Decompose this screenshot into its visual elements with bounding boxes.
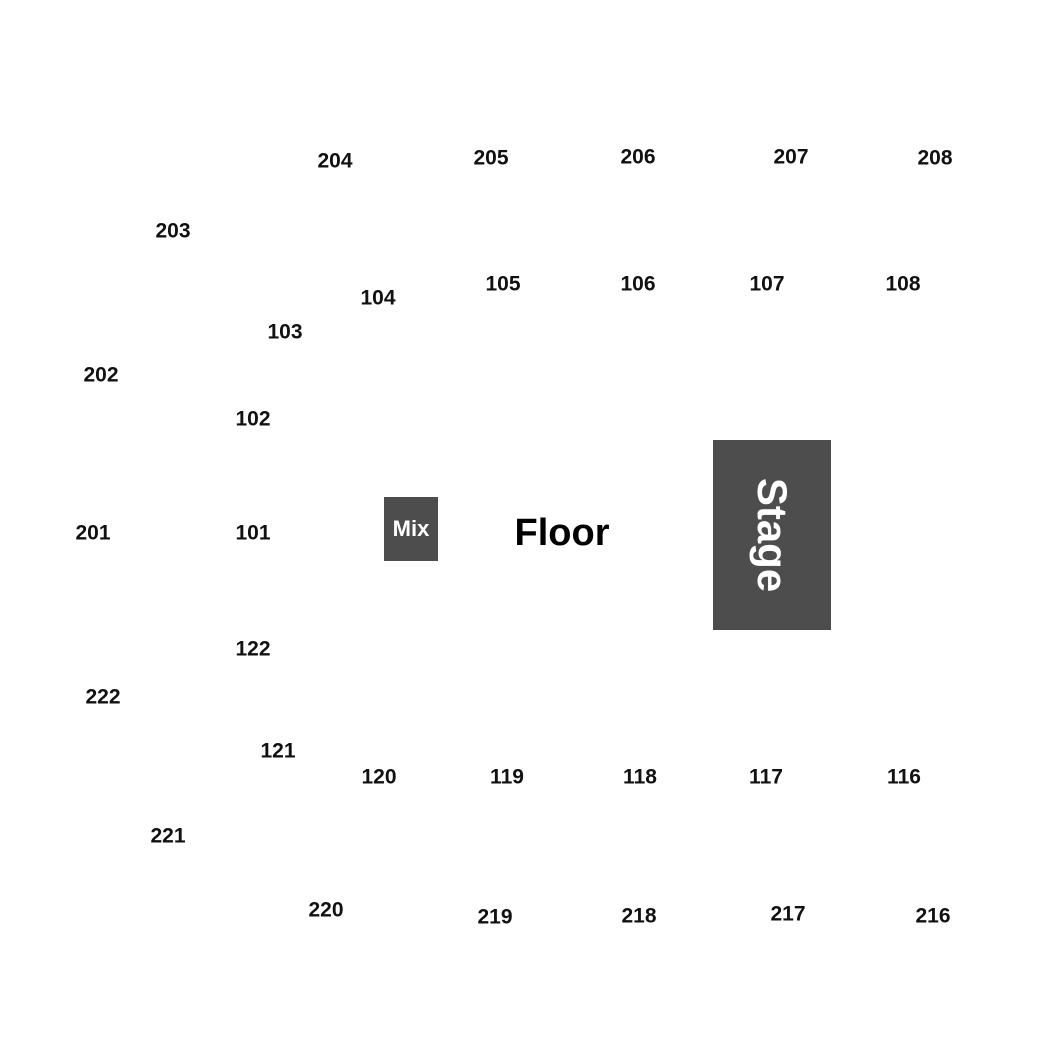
section-117[interactable]: 117 bbox=[749, 765, 783, 789]
section-102[interactable]: 102 bbox=[235, 407, 271, 431]
section-104[interactable]: 104 bbox=[360, 286, 396, 310]
section-106[interactable]: 106 bbox=[620, 272, 656, 296]
mix-label: Mix bbox=[392, 516, 430, 541]
section-205[interactable]: 205 bbox=[473, 146, 509, 170]
section-201[interactable]: 201 bbox=[75, 521, 111, 545]
stage-label: Stage bbox=[749, 477, 796, 593]
section-121[interactable]: 121 bbox=[260, 739, 296, 763]
section-120[interactable]: 120 bbox=[361, 765, 397, 789]
section-218[interactable]: 218 bbox=[621, 904, 657, 928]
section-204[interactable]: 204 bbox=[317, 149, 353, 173]
section-207[interactable]: 207 bbox=[773, 145, 809, 169]
section-202[interactable]: 202 bbox=[83, 363, 119, 387]
section-219[interactable]: 219 bbox=[477, 905, 513, 929]
mix-position: Mix bbox=[384, 497, 438, 561]
section-107[interactable]: 107 bbox=[749, 272, 785, 296]
section-108[interactable]: 108 bbox=[885, 272, 921, 296]
section-119[interactable]: 119 bbox=[490, 765, 524, 789]
section-217[interactable]: 217 bbox=[770, 902, 806, 926]
section-105[interactable]: 105 bbox=[485, 272, 521, 296]
section-118[interactable]: 118 bbox=[623, 765, 657, 789]
section-122[interactable]: 122 bbox=[235, 637, 271, 661]
section-216[interactable]: 216 bbox=[915, 904, 951, 928]
section-101[interactable]: 101 bbox=[235, 521, 271, 545]
stage: Stage bbox=[713, 440, 831, 630]
floor-label[interactable]: Floor bbox=[514, 512, 610, 554]
section-203[interactable]: 203 bbox=[155, 219, 191, 243]
section-222[interactable]: 222 bbox=[85, 685, 121, 709]
section-208[interactable]: 208 bbox=[917, 146, 953, 170]
section-103[interactable]: 103 bbox=[267, 320, 303, 344]
section-221[interactable]: 221 bbox=[150, 824, 186, 848]
section-206[interactable]: 206 bbox=[620, 145, 656, 169]
section-220[interactable]: 220 bbox=[308, 898, 344, 922]
section-116[interactable]: 116 bbox=[887, 765, 921, 789]
